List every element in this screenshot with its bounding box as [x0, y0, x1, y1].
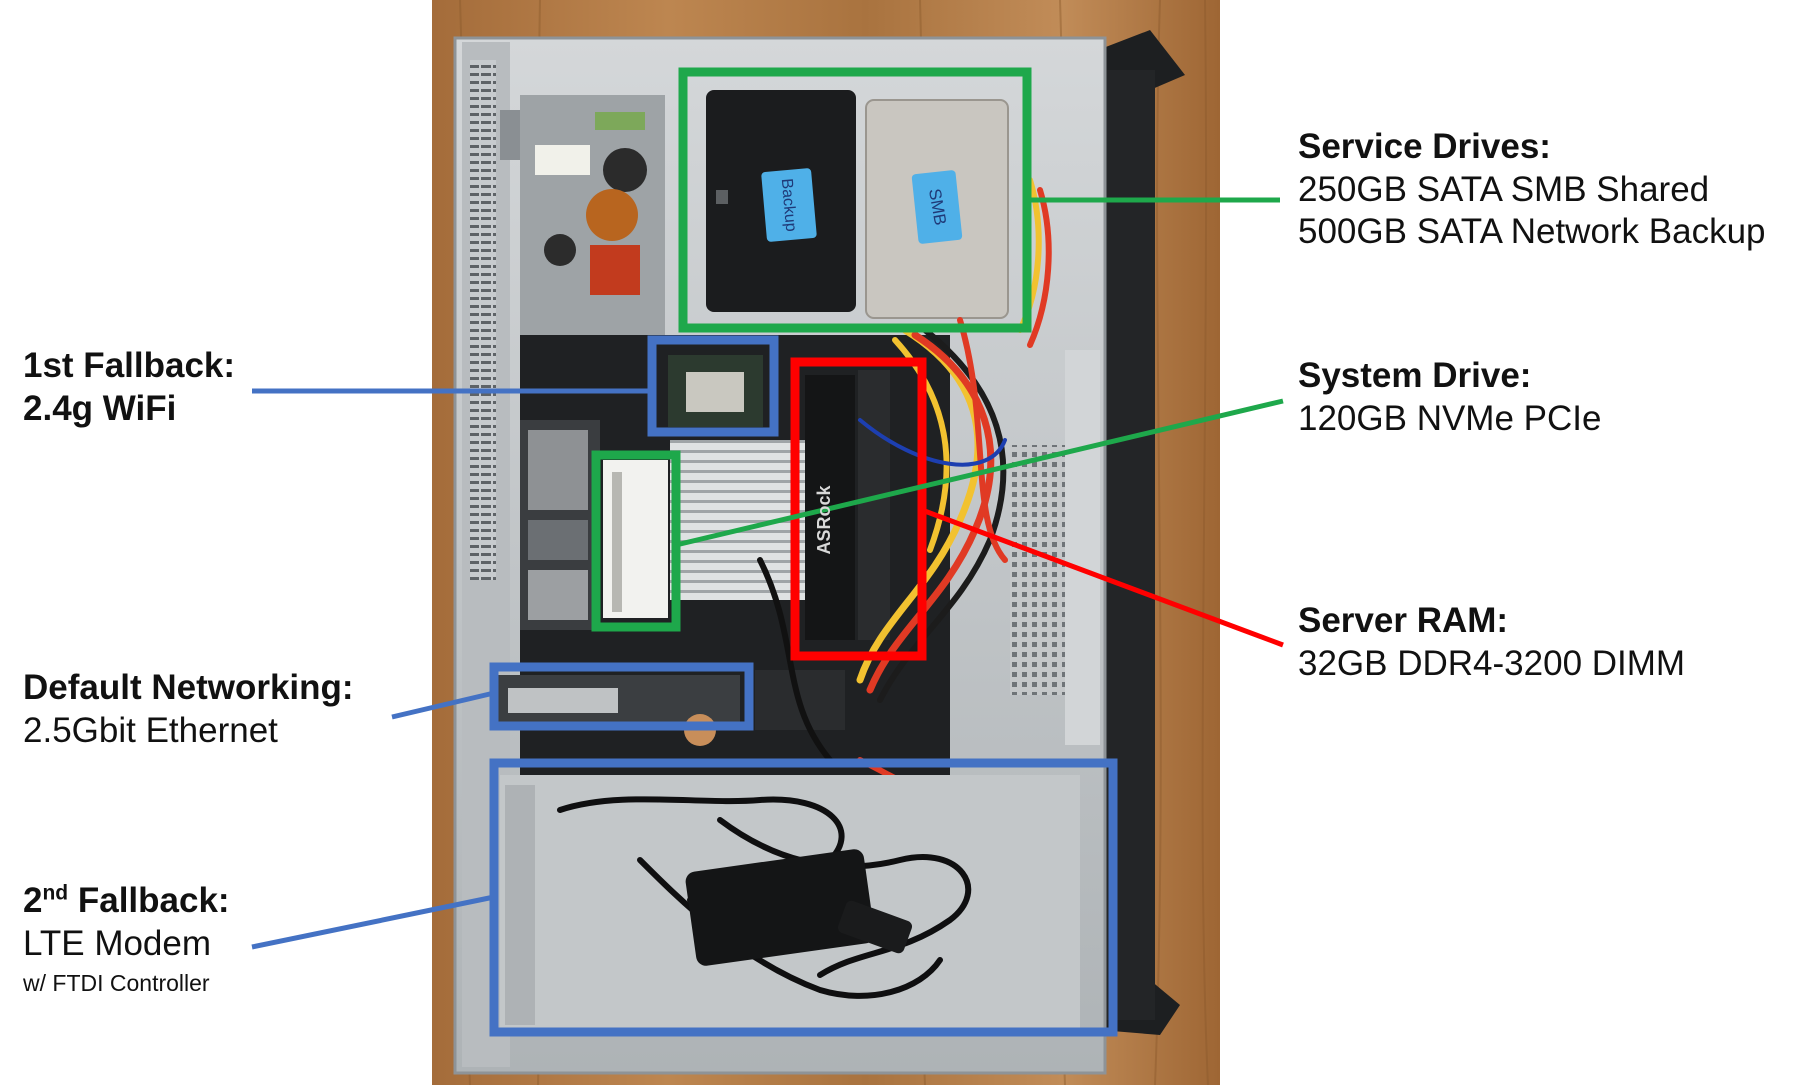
- first-fallback-line-1: 2.4g WiFi: [23, 388, 177, 428]
- leader-system-drive: [675, 398, 1284, 548]
- box-server-ram: [790, 357, 927, 661]
- service-drives-line-1: 250GB SATA SMB Shared: [1298, 169, 1710, 209]
- leader-server-ram: [921, 507, 1284, 648]
- service-drives-line-2: 500GB SATA Network Backup: [1298, 212, 1766, 252]
- label-server-ram: Server RAM: 32GB DDR4-3200 DIMM: [1298, 600, 1685, 685]
- second-fallback-title-rest: Fallback:: [68, 881, 230, 920]
- label-default-networking: Default Networking: 2.5Gbit Ethernet: [23, 667, 354, 752]
- second-fallback-note: w/ FTDI Controller: [23, 970, 210, 997]
- label-second-fallback: 2nd Fallback: LTE Modem w/ FTDI Controll…: [23, 880, 230, 997]
- second-fallback-suffix: nd: [42, 881, 69, 905]
- label-service-drives: Service Drives: 250GB SATA SMB Shared 50…: [1298, 126, 1766, 254]
- second-fallback-title: 2nd Fallback:: [23, 880, 230, 923]
- second-fallback-number: 2: [23, 881, 43, 920]
- server-ram-title: Server RAM:: [1298, 601, 1509, 640]
- second-fallback-line-1: LTE Modem: [23, 923, 212, 963]
- box-wifi: [647, 335, 779, 437]
- box-default-networking: [489, 662, 754, 731]
- leader-default-networking: [391, 690, 495, 720]
- box-system-drive: [591, 450, 681, 632]
- drive-sticker-left: [761, 168, 817, 242]
- default-networking-line-1: 2.5Gbit Ethernet: [23, 710, 278, 750]
- first-fallback-title: 1st Fallback:: [23, 346, 236, 385]
- side-mesh: [1010, 445, 1070, 695]
- service-drives-title: Service Drives:: [1298, 127, 1551, 166]
- system-drive-title: System Drive:: [1298, 356, 1532, 395]
- lte-modem: [685, 849, 875, 966]
- label-system-drive: System Drive: 120GB NVMe PCIe: [1298, 355, 1601, 440]
- server-ram-line-1: 32GB DDR4-3200 DIMM: [1298, 643, 1686, 683]
- default-networking-title: Default Networking:: [23, 668, 354, 707]
- drive-sticker-right: [911, 170, 963, 244]
- system-drive-line-1: 120GB NVMe PCIe: [1298, 398, 1602, 438]
- label-first-fallback: 1st Fallback: 2.4g WiFi: [23, 345, 235, 430]
- leader-second-fallback: [251, 894, 495, 950]
